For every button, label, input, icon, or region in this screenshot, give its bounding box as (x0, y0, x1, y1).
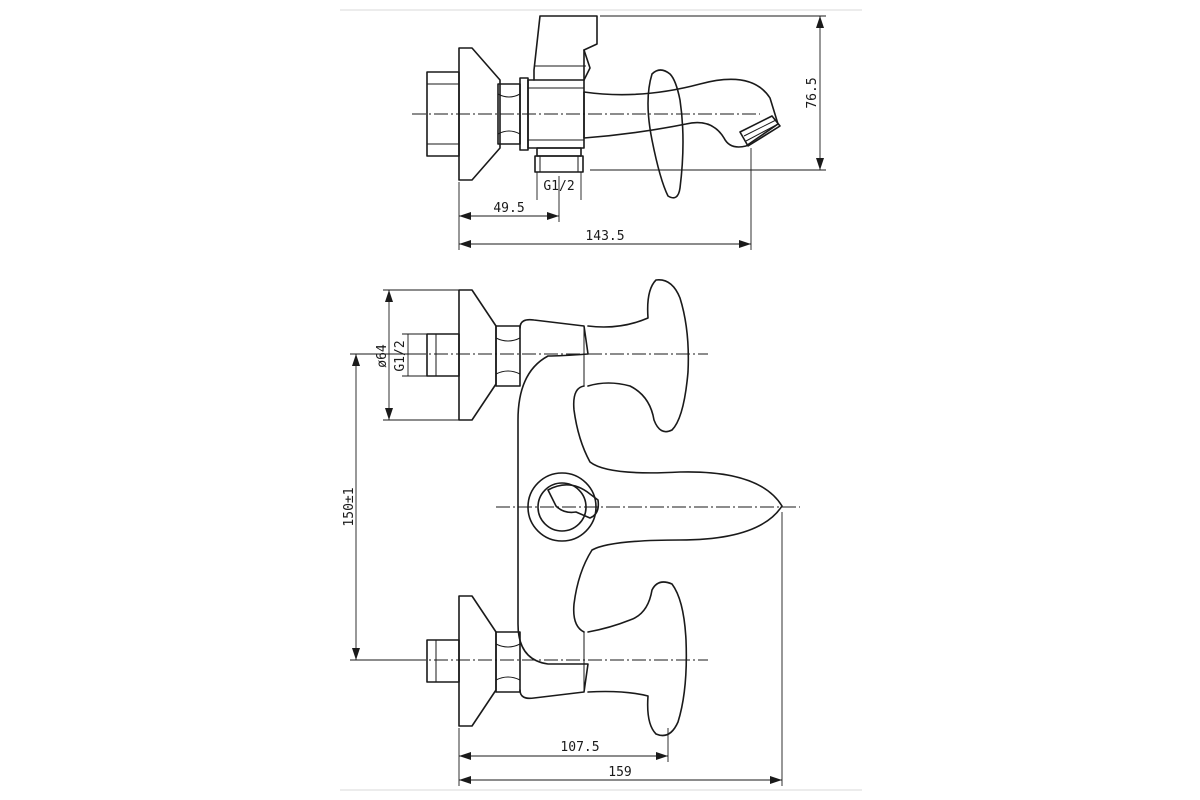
dim-side-inlet-offset: 49.5 (458, 176, 560, 250)
dim-front-inlet-thread: G1/2 (393, 333, 427, 377)
side-diverter-knob (533, 15, 598, 81)
dim-front-inlet-spacing-label: 150±1 (342, 487, 357, 526)
side-bottom-outlet (534, 147, 584, 173)
side-wall-flange (458, 47, 501, 181)
dim-front-handle-depth-label: 107.5 (560, 740, 599, 755)
front-view: ø64 G1/2 150±1 107.5 (342, 279, 800, 786)
side-aerator (739, 115, 781, 147)
front-lower-handle (587, 581, 688, 737)
dim-front-inlet-spacing: 150±1 (342, 353, 412, 661)
front-upper-inlet (426, 289, 521, 421)
side-handle (647, 69, 684, 199)
front-upper-handle (587, 279, 690, 433)
dim-front-inlet-thread-label: G1/2 (393, 340, 408, 371)
dim-front-flange-diameter: ø64 (375, 289, 459, 421)
dim-side-inlet-offset-label: 49.5 (493, 201, 524, 216)
dim-side-height-label: 76.5 (805, 77, 820, 108)
side-spout (583, 78, 779, 148)
dim-side-total-depth: 143.5 (459, 148, 752, 250)
dim-front-flange-diameter-label: ø64 (375, 344, 390, 368)
front-diverter-knob (527, 472, 600, 542)
side-view: 76.5 G1/2 49.5 143.5 (412, 15, 826, 250)
dim-front-handle-depth: 107.5 (458, 728, 669, 786)
dim-side-total-depth-label: 143.5 (585, 229, 624, 244)
dim-side-height: 76.5 (590, 15, 826, 171)
front-lower-inlet (426, 595, 521, 727)
dim-front-spout-depth: 159 (459, 512, 783, 786)
dim-front-spout-depth-label: 159 (608, 765, 631, 780)
front-spout (572, 385, 783, 633)
